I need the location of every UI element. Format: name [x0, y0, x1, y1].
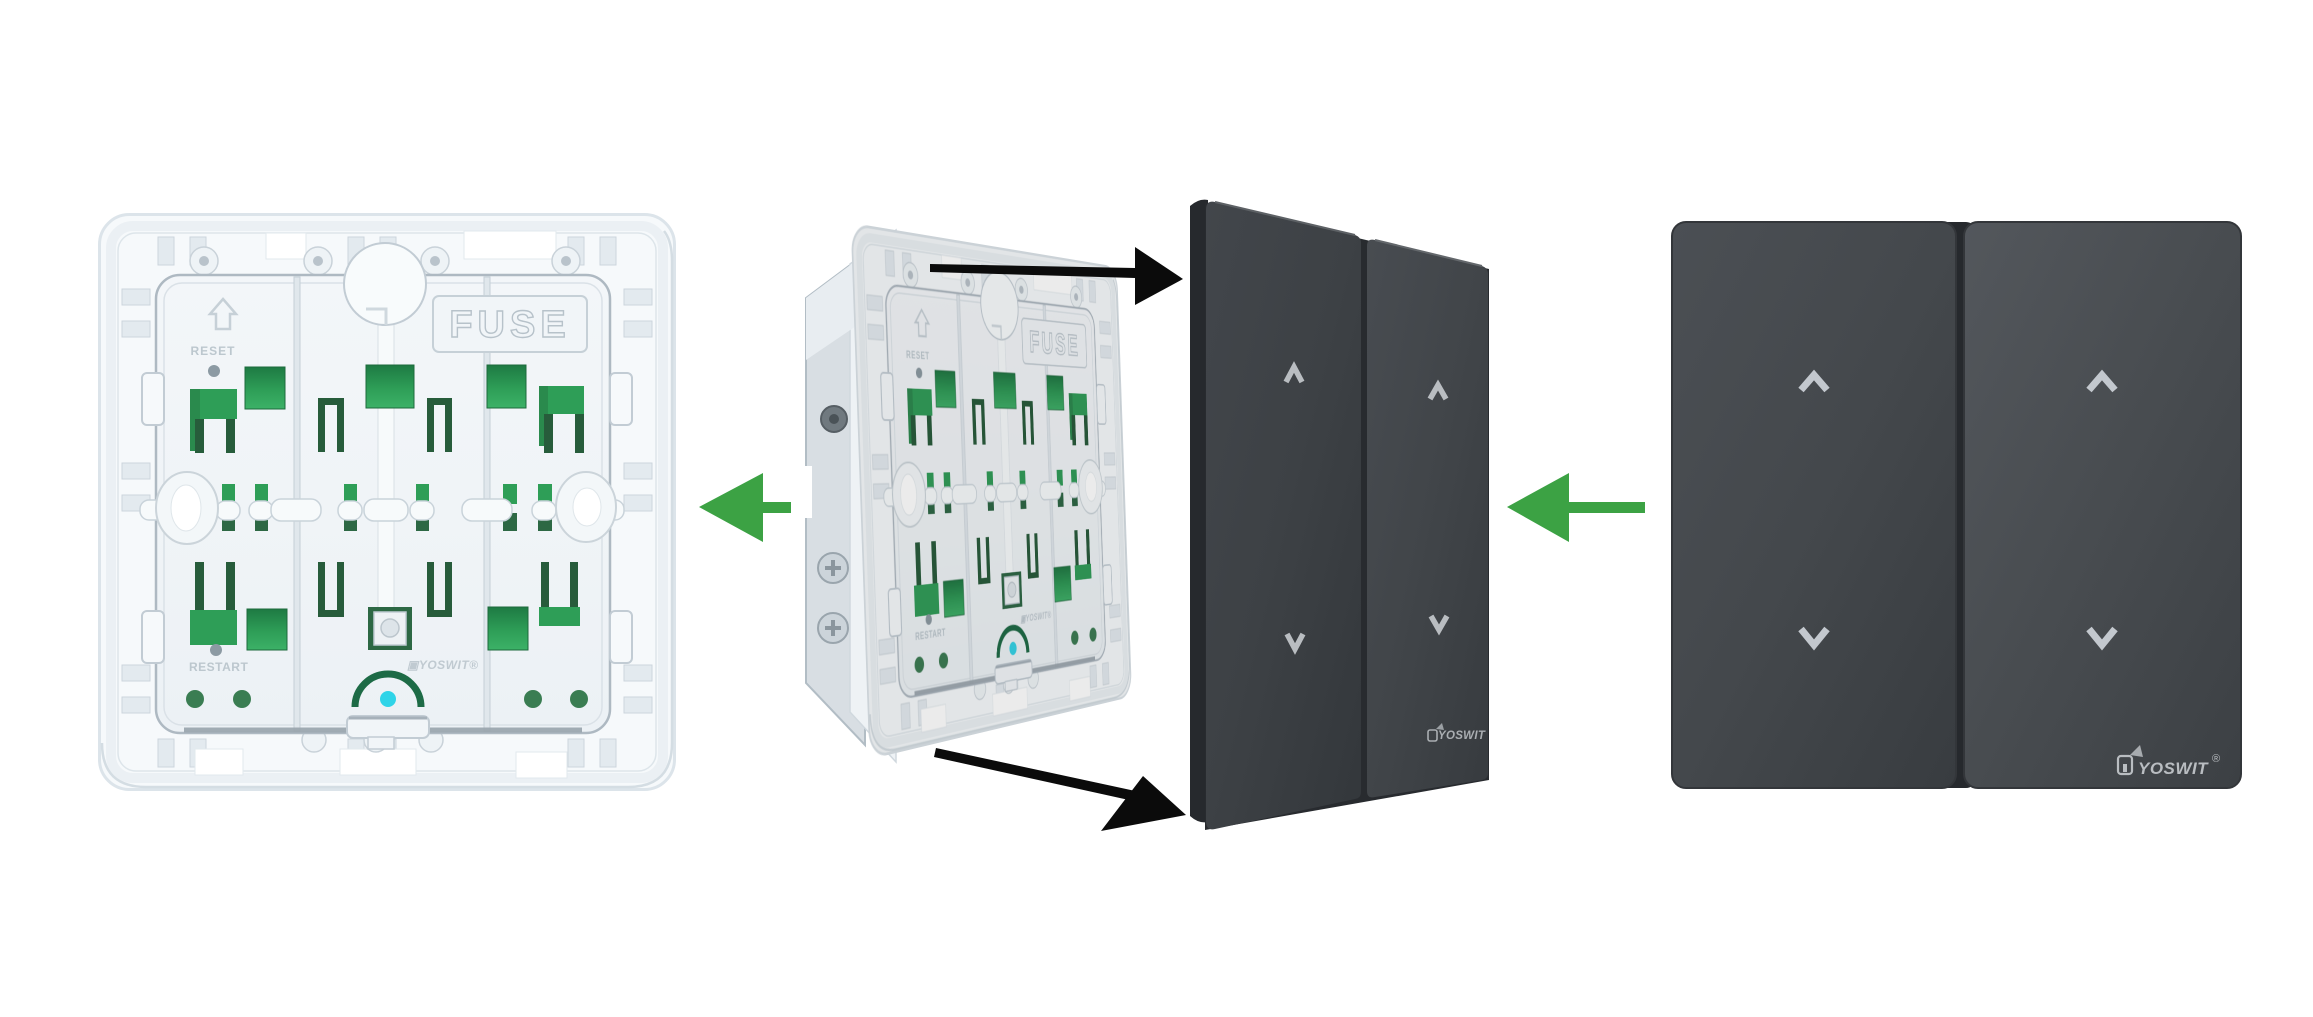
svg-text:®: ®	[2212, 753, 2220, 765]
svg-text:YOSWIT: YOSWIT	[1438, 730, 1486, 742]
svg-text:YOSWIT: YOSWIT	[2138, 759, 2209, 778]
